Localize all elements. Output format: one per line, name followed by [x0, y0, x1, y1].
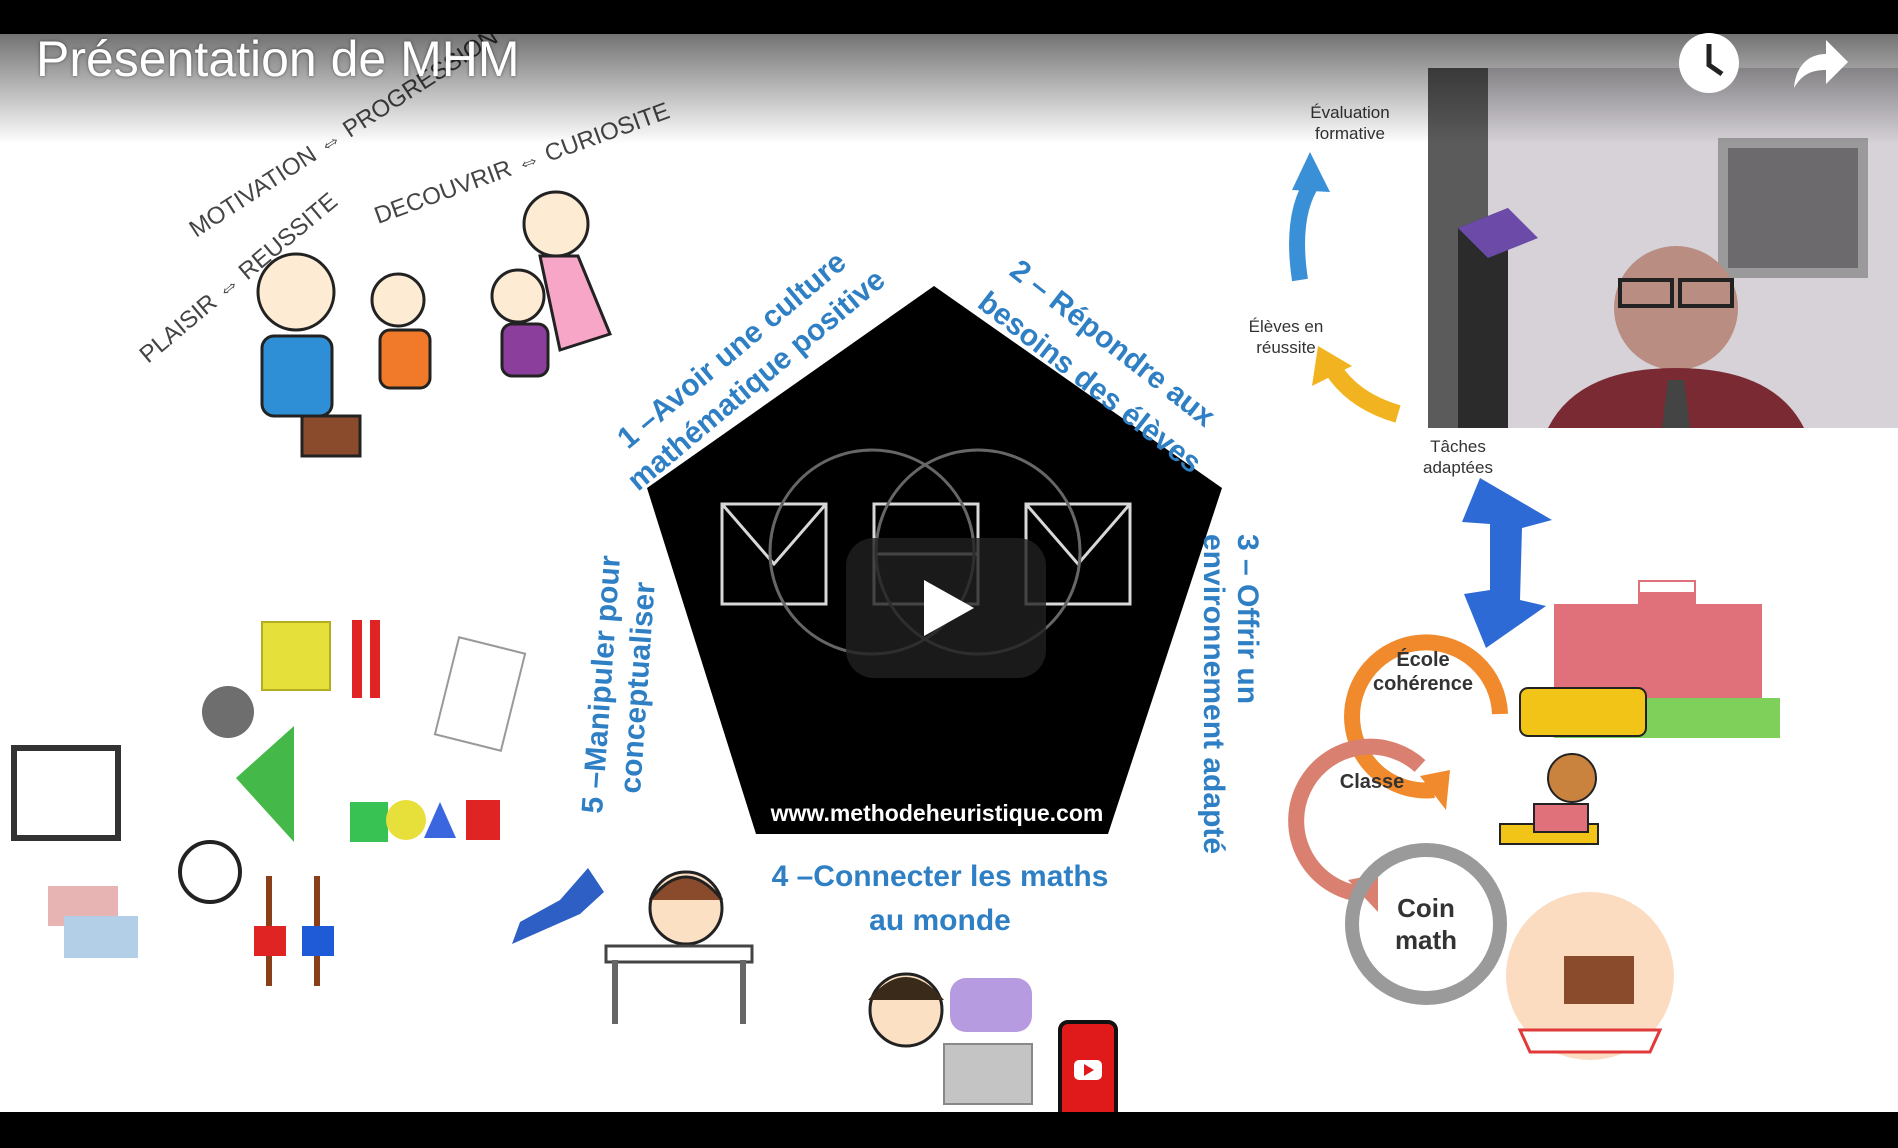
- principle-3-line-1: 3 – Offrir un: [1231, 534, 1264, 704]
- classe-label: Classe: [1339, 771, 1405, 793]
- clock-icon: [1679, 33, 1739, 93]
- principle-4-line-2: au monde: [869, 904, 1011, 937]
- watch-later-button[interactable]: [1676, 30, 1742, 96]
- video-frame[interactable]: 1 –Avoir une culture mathématique positi…: [0, 34, 1898, 1112]
- principle-4-line-1: 4 –Connecter les maths: [772, 860, 1109, 893]
- thinking-student-illustration: [1499, 753, 1599, 845]
- eleves-label: Élèves en réussite: [1248, 317, 1324, 357]
- presenter-webcam: [1428, 68, 1898, 428]
- site-url: www.methodeheuristique.com: [770, 800, 1104, 826]
- coin-circle: [1345, 843, 1507, 1005]
- play-button[interactable]: [846, 538, 1046, 678]
- principle-3-line-2: environnement adapté: [1197, 534, 1230, 854]
- evaluation-label: Évaluation formative: [1310, 103, 1390, 143]
- share-button[interactable]: [1786, 30, 1852, 96]
- ecole-circle-arrow: [1344, 634, 1508, 799]
- play-icon: [924, 580, 974, 636]
- tools-circle-illustration: [1506, 892, 1674, 1060]
- manipulatives-illustration: [11, 620, 527, 986]
- kids-words-line-3: DECOUVRIR ⇔ CURIOSITE: [371, 98, 673, 230]
- taches-label: Tâches adaptées: [1423, 437, 1493, 477]
- classe-circle-arrow: [1288, 738, 1426, 902]
- coin-label: Coin math: [1394, 893, 1458, 955]
- student-at-desk-illustration: [604, 870, 754, 1024]
- bottom-bar: [0, 1112, 1898, 1148]
- share-arrow-icon: [1794, 40, 1848, 88]
- presenter-image: [1428, 68, 1898, 428]
- child-laptop-illustration: [868, 972, 1118, 1112]
- video-title[interactable]: Présentation de MHM: [36, 31, 520, 87]
- school-illustration: [1519, 580, 1780, 738]
- ecole-label: École cohérence: [1372, 649, 1474, 695]
- double-arrow-icon: [1462, 478, 1552, 648]
- kids-illustration: [256, 190, 613, 458]
- chevron-arrow-icon: [512, 868, 604, 944]
- slide-canvas: 1 –Avoir une culture mathématique positi…: [11, 34, 1780, 1112]
- cycle-arrow-blue: [1289, 175, 1321, 282]
